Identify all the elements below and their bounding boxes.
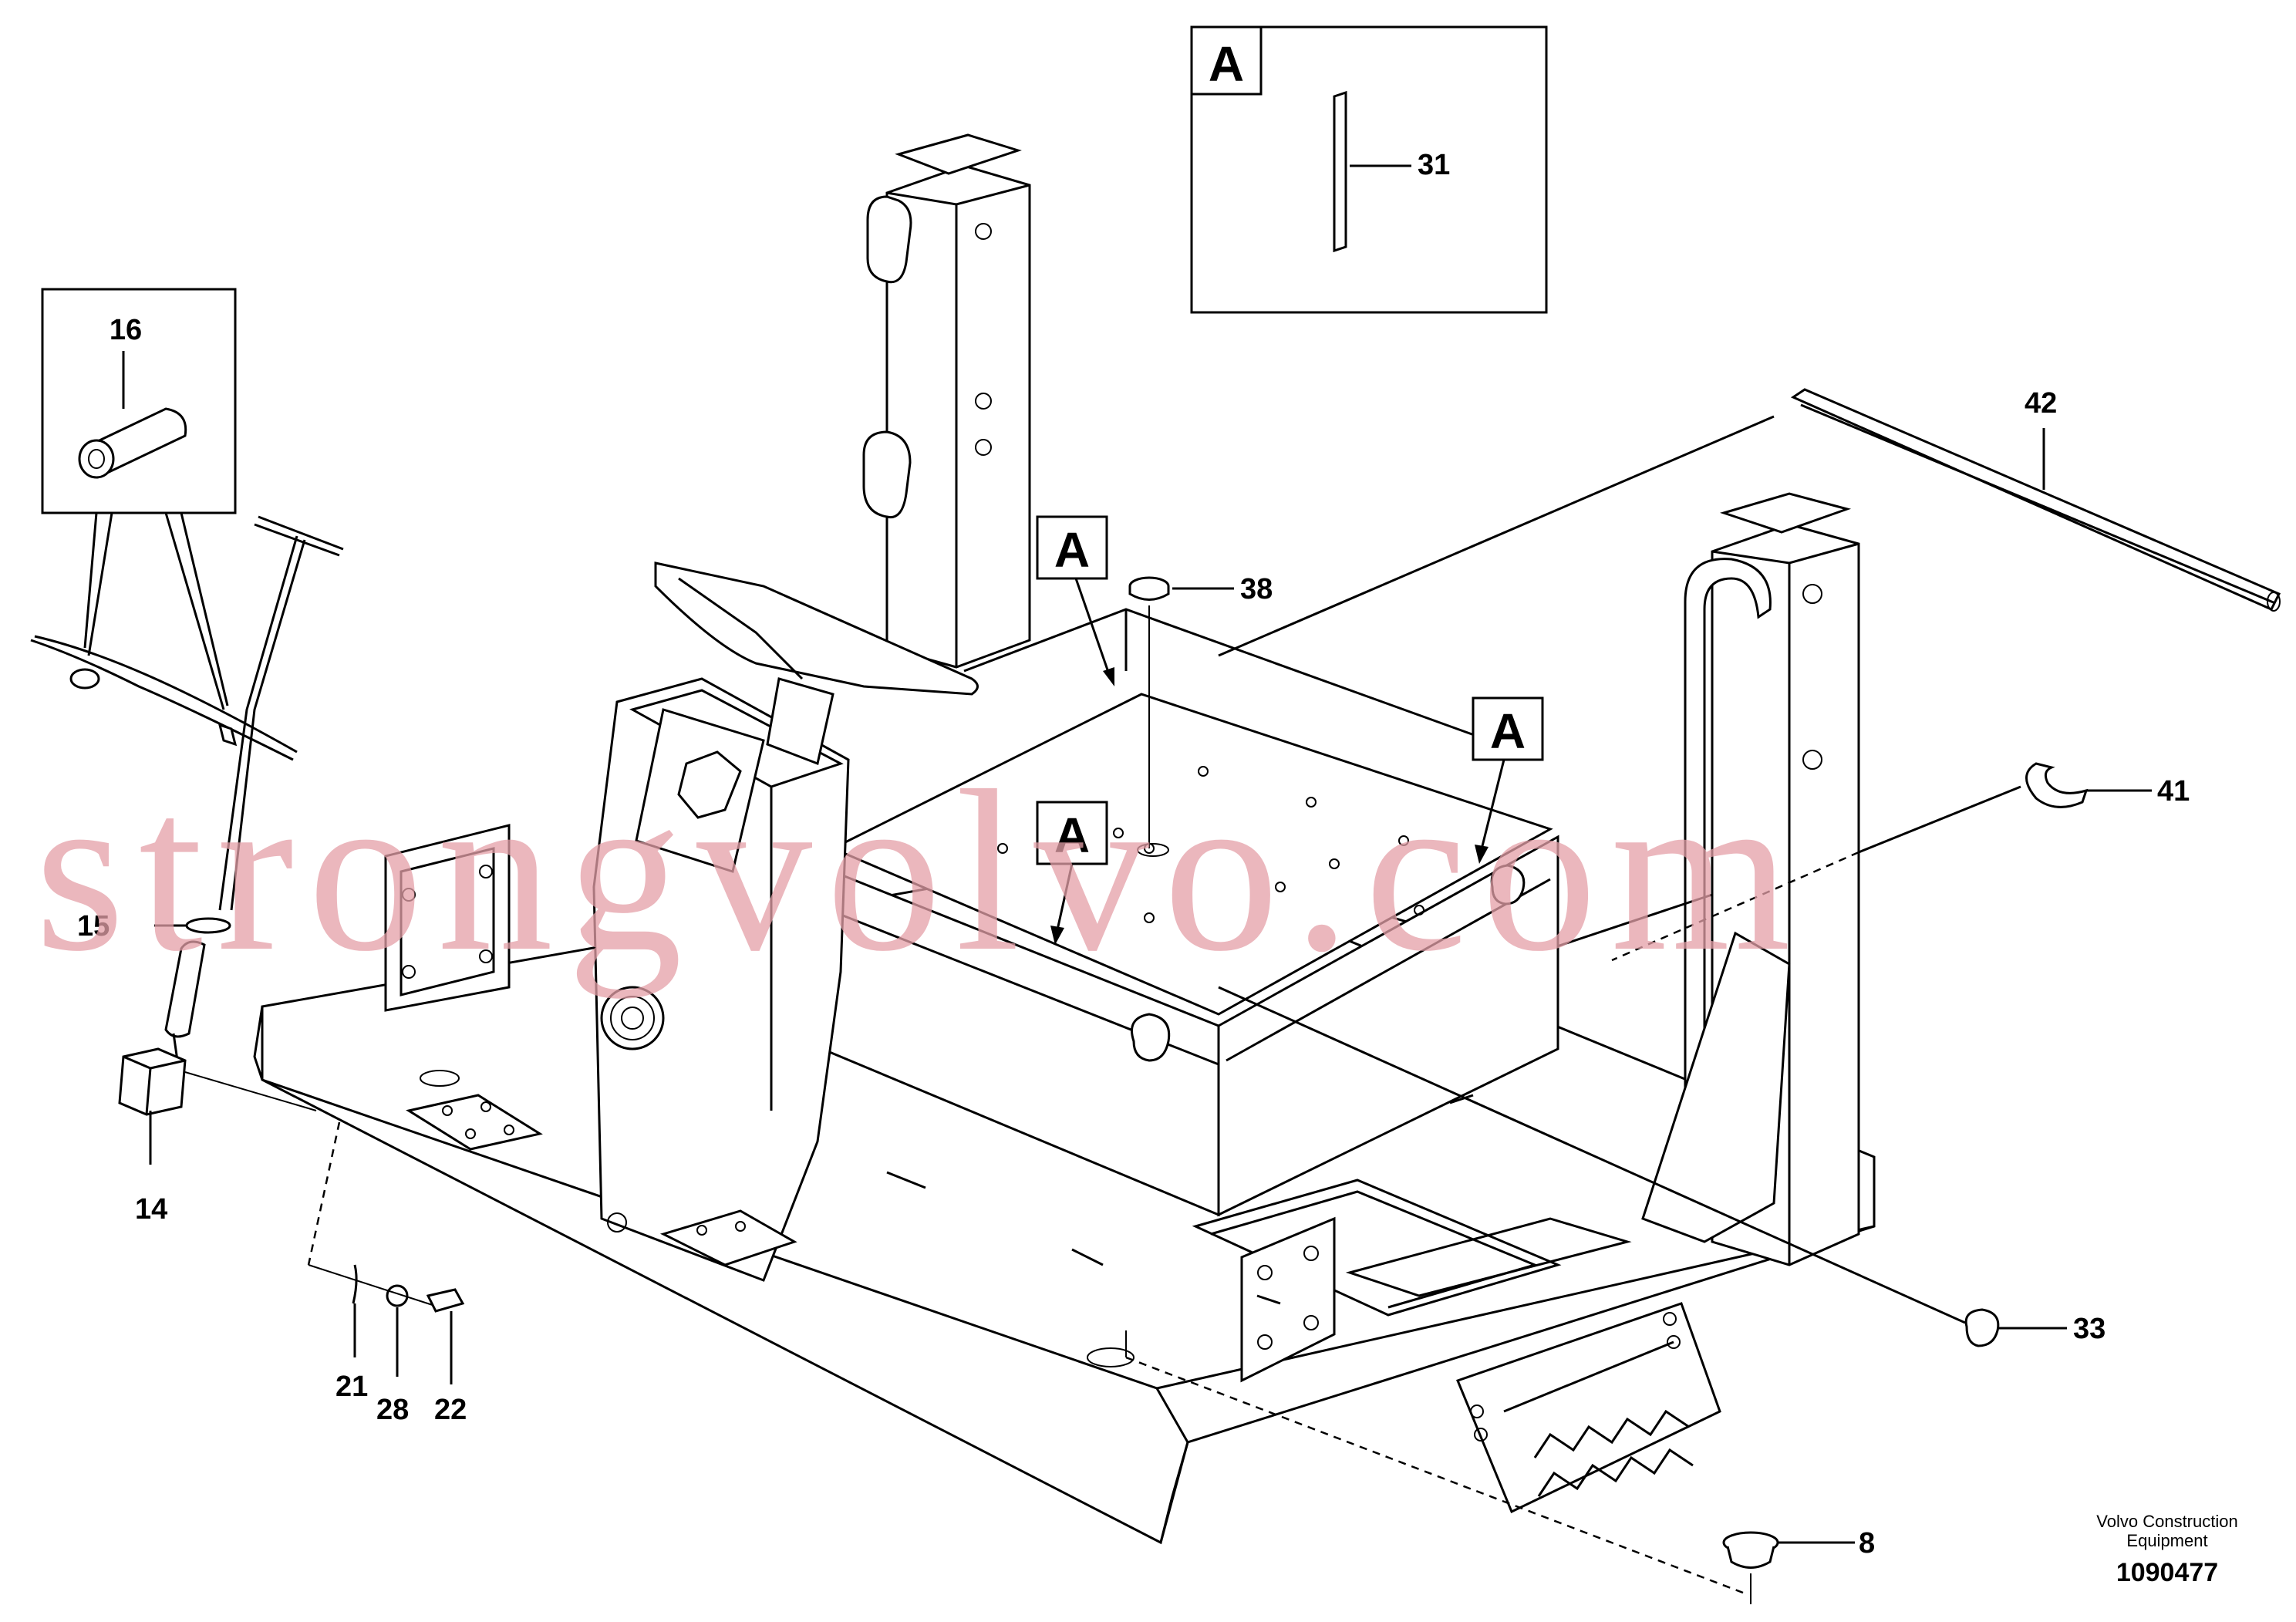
callout-42: 42 <box>2025 387 2057 420</box>
item-8: 8 <box>1125 1330 1875 1604</box>
detail-view-a: A 31 <box>1190 25 1548 314</box>
view-marker-1: A <box>1036 515 1114 686</box>
item-33: 33 <box>1218 986 2106 1347</box>
callout-33: 33 <box>2073 1313 2106 1345</box>
callout-14: 14 <box>135 1193 167 1226</box>
callout-22: 22 <box>434 1394 467 1426</box>
callout-31: 31 <box>1418 149 1450 181</box>
callout-38: 38 <box>1240 573 1273 605</box>
credit-line2: Equipment <box>2126 1531 2207 1550</box>
item-42: 42 <box>1218 387 2281 657</box>
steering-console <box>592 561 979 1282</box>
step <box>1456 1302 1721 1514</box>
view-marker-2: A <box>1036 801 1108 945</box>
right-pillar <box>1641 492 1860 1266</box>
callout-41: 41 <box>2157 775 2190 808</box>
drawing-number: 1090477 <box>2116 1558 2218 1587</box>
svg-text:A: A <box>1054 522 1090 578</box>
callout-16: 16 <box>110 314 142 346</box>
detail-view-16: 16 <box>41 288 237 710</box>
item-41: 41 <box>1611 762 2190 962</box>
left-pillar <box>862 133 1031 669</box>
left-bracket <box>384 824 511 1012</box>
cable-assembly <box>30 515 344 911</box>
detail-view-label: A <box>1209 36 1244 92</box>
callout-21: 21 <box>335 1371 368 1403</box>
hardware-parts: 21 28 22 <box>307 1121 467 1426</box>
svg-text:A: A <box>1054 808 1090 863</box>
credit-block: Volvo Construction Equipment 1090477 <box>2096 1512 2237 1587</box>
seat-box <box>793 693 1559 1305</box>
lever-parts: 15 14 <box>77 910 317 1226</box>
credit-line1: Volvo Construction <box>2096 1512 2237 1531</box>
callout-28: 28 <box>376 1394 409 1426</box>
callout-8: 8 <box>1859 1527 1875 1560</box>
item-38: 38 <box>1128 573 1273 848</box>
callout-15: 15 <box>77 910 110 943</box>
front-bracket <box>1240 1216 1336 1383</box>
watermark: strongvolvo.com <box>35 743 1805 1000</box>
base-plates <box>406 1070 1135 1367</box>
view-marker-3: A <box>1472 696 1544 864</box>
svg-text:A: A <box>1490 703 1526 759</box>
part-31-strip <box>1333 90 1347 253</box>
